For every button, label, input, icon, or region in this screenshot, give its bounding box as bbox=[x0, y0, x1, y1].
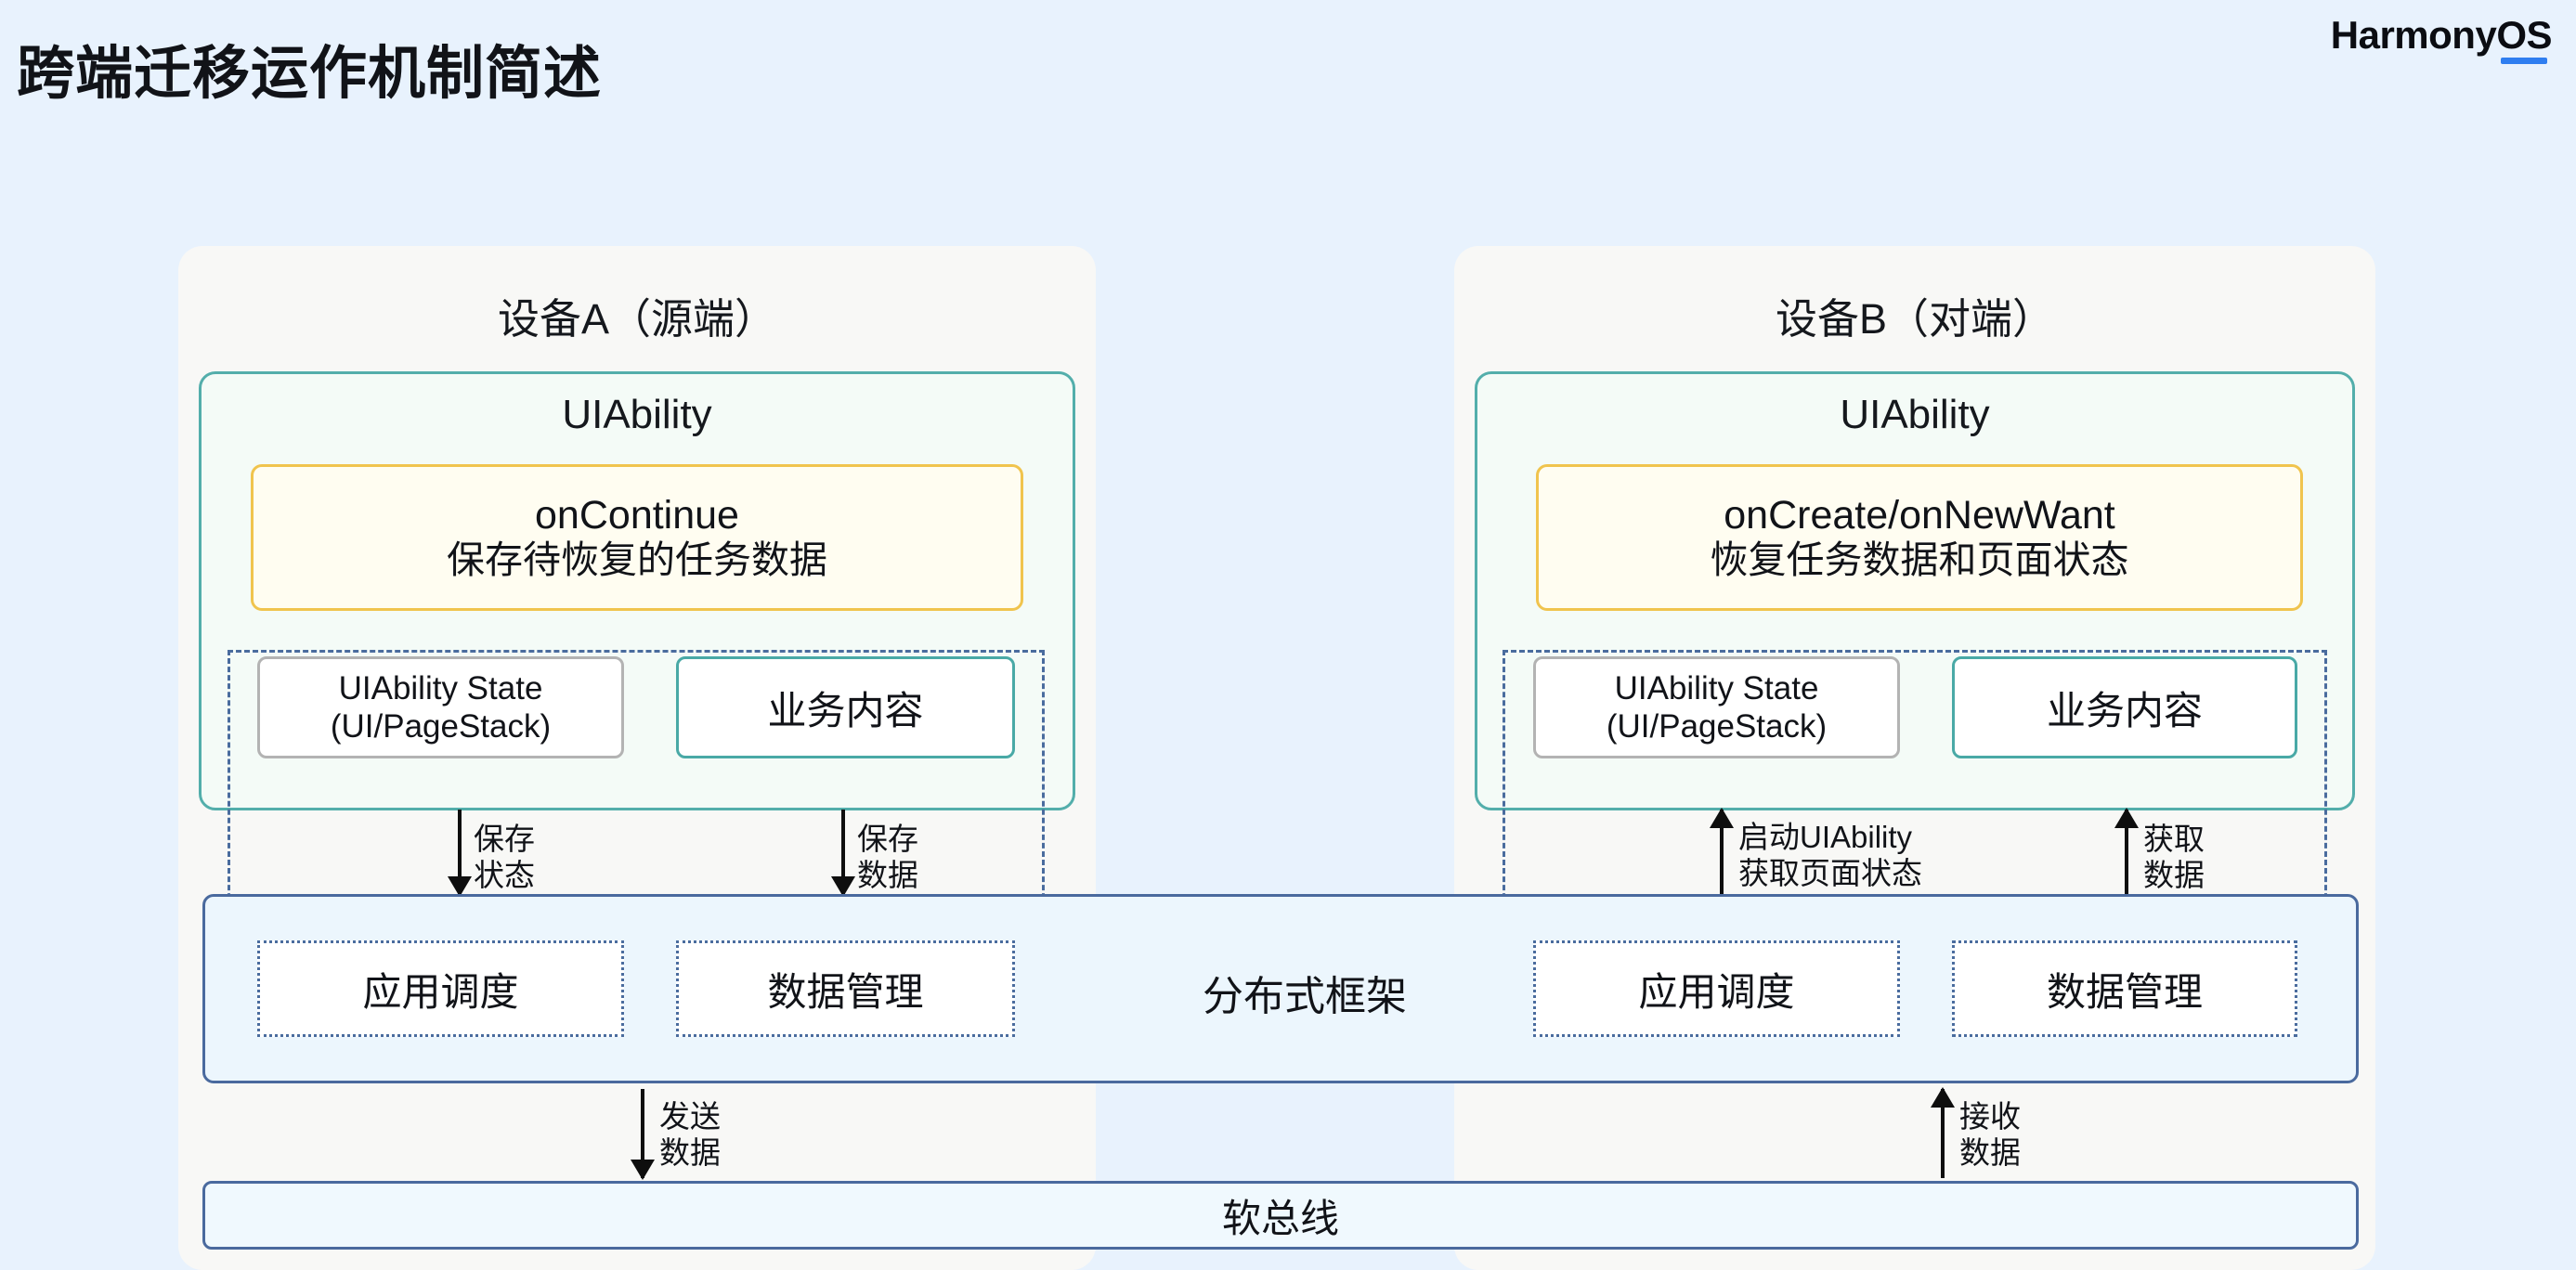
device-a-state-line2: (UI/PageStack) bbox=[330, 708, 552, 745]
soft-bus-bar: 软总线 bbox=[202, 1181, 2359, 1250]
arrow-get-data-line2: 数据 bbox=[2143, 857, 2205, 892]
arrow-save-data-line2: 数据 bbox=[857, 857, 918, 892]
device-a-callback-subtitle: 保存待恢复的任务数据 bbox=[447, 538, 827, 582]
device-a-data-management-box: 数据管理 bbox=[676, 940, 1015, 1037]
device-a-content-label: 业务内容 bbox=[767, 688, 924, 732]
device-a-app-scheduling-label: 应用调度 bbox=[362, 969, 519, 1014]
arrow-save-data-line1: 保存 bbox=[857, 822, 918, 856]
arrow-save-state-line1: 保存 bbox=[474, 822, 535, 856]
arrow-save-state bbox=[458, 810, 462, 895]
device-b-data-management-label: 数据管理 bbox=[2046, 969, 2203, 1014]
arrow-get-data-line1: 获取 bbox=[2143, 822, 2205, 856]
arrow-get-data-label: 获取 数据 bbox=[2143, 822, 2205, 894]
device-b-callback-subtitle: 恢复任务数据和页面状态 bbox=[1710, 538, 2129, 582]
arrow-send-data bbox=[641, 1089, 644, 1178]
arrow-start-uiability-line1: 启动UIAbility bbox=[1738, 820, 1913, 854]
arrow-start-uiability-label: 启动UIAbility 获取页面状态 bbox=[1738, 820, 1922, 892]
device-b-content-label: 业务内容 bbox=[2046, 688, 2203, 732]
arrow-save-state-label: 保存 状态 bbox=[474, 822, 535, 894]
brand-suffix: OS bbox=[2496, 13, 2552, 64]
distributed-framework-label: 分布式框架 bbox=[1203, 974, 1407, 1019]
device-b-state-line1: UIAbility State bbox=[1614, 669, 1819, 706]
arrow-get-data bbox=[2125, 810, 2128, 895]
arrow-save-state-line2: 状态 bbox=[474, 857, 535, 892]
brand-prefix: Harmony bbox=[2330, 13, 2497, 57]
device-b-uiability-label: UIAbility bbox=[1840, 392, 1990, 437]
arrow-start-uiability-line2: 获取页面状态 bbox=[1738, 855, 1922, 890]
device-a-data-management-label: 数据管理 bbox=[767, 969, 924, 1014]
device-a-oncontinue-box: onContinue 保存待恢复的任务数据 bbox=[251, 464, 1023, 611]
device-a-app-scheduling-box: 应用调度 bbox=[257, 940, 624, 1037]
device-b-app-scheduling-box: 应用调度 bbox=[1533, 940, 1900, 1037]
soft-bus-label: 软总线 bbox=[1221, 1196, 1339, 1240]
device-b-callback-title: onCreate/onNewWant bbox=[1724, 492, 2115, 538]
device-b-oncreate-box: onCreate/onNewWant 恢复任务数据和页面状态 bbox=[1536, 464, 2303, 611]
device-b-state-box: UIAbility State (UI/PageStack) bbox=[1533, 656, 1900, 758]
device-a-callback-title: onContinue bbox=[535, 492, 739, 538]
device-b-state-line2: (UI/PageStack) bbox=[1606, 708, 1828, 745]
device-a-title: 设备A（源端） bbox=[497, 295, 776, 343]
arrow-receive-data-label: 接收 数据 bbox=[1959, 1099, 2021, 1172]
arrow-receive-data bbox=[1941, 1089, 1945, 1178]
arrow-start-uiability bbox=[1720, 810, 1724, 895]
device-a-state-box: UIAbility State (UI/PageStack) bbox=[257, 656, 624, 758]
device-b-title: 设备B（对端） bbox=[1775, 295, 2054, 343]
device-b-app-scheduling-label: 应用调度 bbox=[1638, 969, 1795, 1014]
arrow-send-data-line1: 发送 bbox=[659, 1099, 721, 1134]
device-b-data-management-box: 数据管理 bbox=[1952, 940, 2297, 1037]
arrow-receive-data-line1: 接收 bbox=[1959, 1099, 2021, 1134]
arrow-send-data-line2: 数据 bbox=[659, 1134, 721, 1170]
arrow-save-data-label: 保存 数据 bbox=[857, 822, 918, 894]
page-title: 跨端迁移运作机制简述 bbox=[17, 42, 603, 106]
arrow-receive-data-line2: 数据 bbox=[1959, 1134, 2021, 1170]
device-a-uiability-label: UIAbility bbox=[562, 392, 712, 437]
arrow-send-data-label: 发送 数据 bbox=[659, 1099, 721, 1172]
arrow-save-data bbox=[841, 810, 845, 895]
device-b-content-box: 业务内容 bbox=[1952, 656, 2297, 758]
device-a-state-line1: UIAbility State bbox=[338, 669, 543, 706]
device-a-content-box: 业务内容 bbox=[676, 656, 1015, 758]
